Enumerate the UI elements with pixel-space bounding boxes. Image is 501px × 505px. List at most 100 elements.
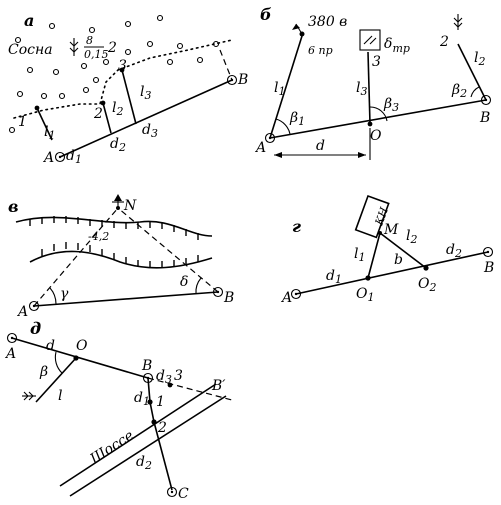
offset-line-3 <box>367 51 371 125</box>
edge-to-b-line <box>219 49 233 81</box>
power-line-sub: 6 пр <box>308 44 333 57</box>
tree-icon <box>69 38 79 56</box>
offset-l2-label: l2 <box>406 228 417 246</box>
ray-from-a <box>33 207 119 307</box>
panel-d: д A B B′ O d β l Шоссе <box>4 319 233 502</box>
station-b-label: B <box>223 290 234 306</box>
offset-line-2 <box>379 232 427 269</box>
distance-d2-label: d2 <box>136 454 152 472</box>
angle-arc-delta <box>195 277 202 295</box>
point-o1-label: O1 <box>356 286 374 304</box>
segment-1-2 <box>149 401 155 423</box>
arrow-right-icon <box>358 152 366 158</box>
point-1-dot <box>34 105 40 111</box>
angle-arc-gamma <box>49 287 57 305</box>
station-c-label: C <box>178 486 189 502</box>
point-m-dot <box>378 231 382 235</box>
point-o2-dot <box>423 265 429 271</box>
distance-d3-label: d3 <box>142 122 158 140</box>
offset-l2-label: l2 <box>112 100 123 118</box>
offset-line-2 <box>457 43 487 101</box>
panel-g: г A B КН M l1 l2 b O1 O2 d1 d2 <box>280 194 494 306</box>
offset-l1-label: l1 <box>274 80 285 98</box>
panel-b: б A B 380 в 6 пр δтр 3 <box>254 5 492 160</box>
offset-line-l <box>35 357 77 403</box>
forest-number: 2 <box>107 40 117 56</box>
line-extension-bb-prime <box>147 377 233 401</box>
panel-v-title: в <box>8 197 19 216</box>
station-b-label: B <box>237 72 248 88</box>
distance-d1-label: d1 <box>326 268 342 286</box>
distance-d3-label: d3 <box>156 368 172 386</box>
point-o-label: O <box>370 128 382 144</box>
road-label: Шоссе <box>87 428 137 468</box>
angle-arc-beta3 <box>369 106 388 122</box>
north-point-icon <box>112 194 124 208</box>
ravine-lower-hachures <box>41 242 199 268</box>
forest-fraction-bottom: 0,15 <box>84 48 109 61</box>
forest-area <box>8 14 220 134</box>
tree-icon <box>22 391 36 401</box>
station-a-label: A <box>280 290 292 306</box>
offset-l3-label: l3 <box>140 84 151 102</box>
angle-delta-label: δ <box>180 274 188 290</box>
trig-number: 3 <box>372 54 381 70</box>
point-2-label: 2 <box>93 106 103 122</box>
station-a-marker <box>28 300 40 312</box>
panel-g-title: г <box>292 217 301 236</box>
point-o2-label: O2 <box>418 276 436 294</box>
ravine-upper-hachures <box>29 216 199 240</box>
offset-l1-label: l1 <box>354 246 365 264</box>
power-line-label: 380 в <box>308 14 347 30</box>
station-b-label: B <box>479 110 490 126</box>
point-3-dot <box>119 67 125 73</box>
base-b-label: b <box>394 252 403 268</box>
distance-d-label: d <box>46 338 55 354</box>
station-a-marker <box>6 332 18 344</box>
panel-b-title: б <box>260 5 272 24</box>
tree-number: 2 <box>439 34 449 50</box>
panel-a-title: а <box>24 11 34 30</box>
angle-arc-beta <box>54 351 63 374</box>
offset-l-label: l <box>58 388 62 404</box>
north-label: N <box>123 198 137 214</box>
ravine-lower-edge <box>29 250 213 269</box>
station-b-marker <box>482 246 494 258</box>
offset-line-1 <box>367 232 381 279</box>
station-a-marker <box>54 151 66 163</box>
forest-fraction-top: 8 <box>86 34 93 47</box>
distance-d2-label: d2 <box>110 136 126 154</box>
panel-v: в N -4,2 <box>8 194 234 320</box>
offset-l1-label: l1 <box>44 124 55 142</box>
point-3-label: 3 <box>118 58 127 74</box>
station-b-prime-label: B′ <box>211 378 226 394</box>
traverse-line-ab <box>295 251 489 295</box>
point-3-label: 3 <box>174 368 183 384</box>
point-1-label: 1 <box>18 114 27 130</box>
distance-d-label: d <box>316 138 325 154</box>
traverse-line-ab <box>269 99 487 139</box>
offset-l3-label: l3 <box>356 80 367 98</box>
ravine-upper-edge <box>15 216 213 237</box>
power-pole-icon <box>292 23 305 37</box>
station-a-label: A <box>254 140 266 156</box>
distance-d1-label: d1 <box>66 148 82 166</box>
forest-edge-line <box>13 39 233 119</box>
station-b-label: B <box>483 260 494 276</box>
elevation-label: -4,2 <box>88 230 109 243</box>
segment-b-1 <box>147 377 151 403</box>
point-1-label: 1 <box>156 394 165 410</box>
station-b-label: B <box>141 358 152 374</box>
offset-line-3 <box>121 69 137 125</box>
point-o-dot <box>367 121 373 127</box>
distance-d2-label: d2 <box>446 242 462 260</box>
traverse-line-ab <box>59 79 233 158</box>
trig-icon <box>363 35 377 45</box>
road-edge-lower <box>69 395 227 497</box>
angle-beta-label: β <box>39 364 48 380</box>
station-a-label: A <box>16 304 28 320</box>
angle-gamma-label: γ <box>60 286 69 302</box>
traverse-line-ab <box>11 337 149 379</box>
point-3-dot <box>167 382 173 388</box>
